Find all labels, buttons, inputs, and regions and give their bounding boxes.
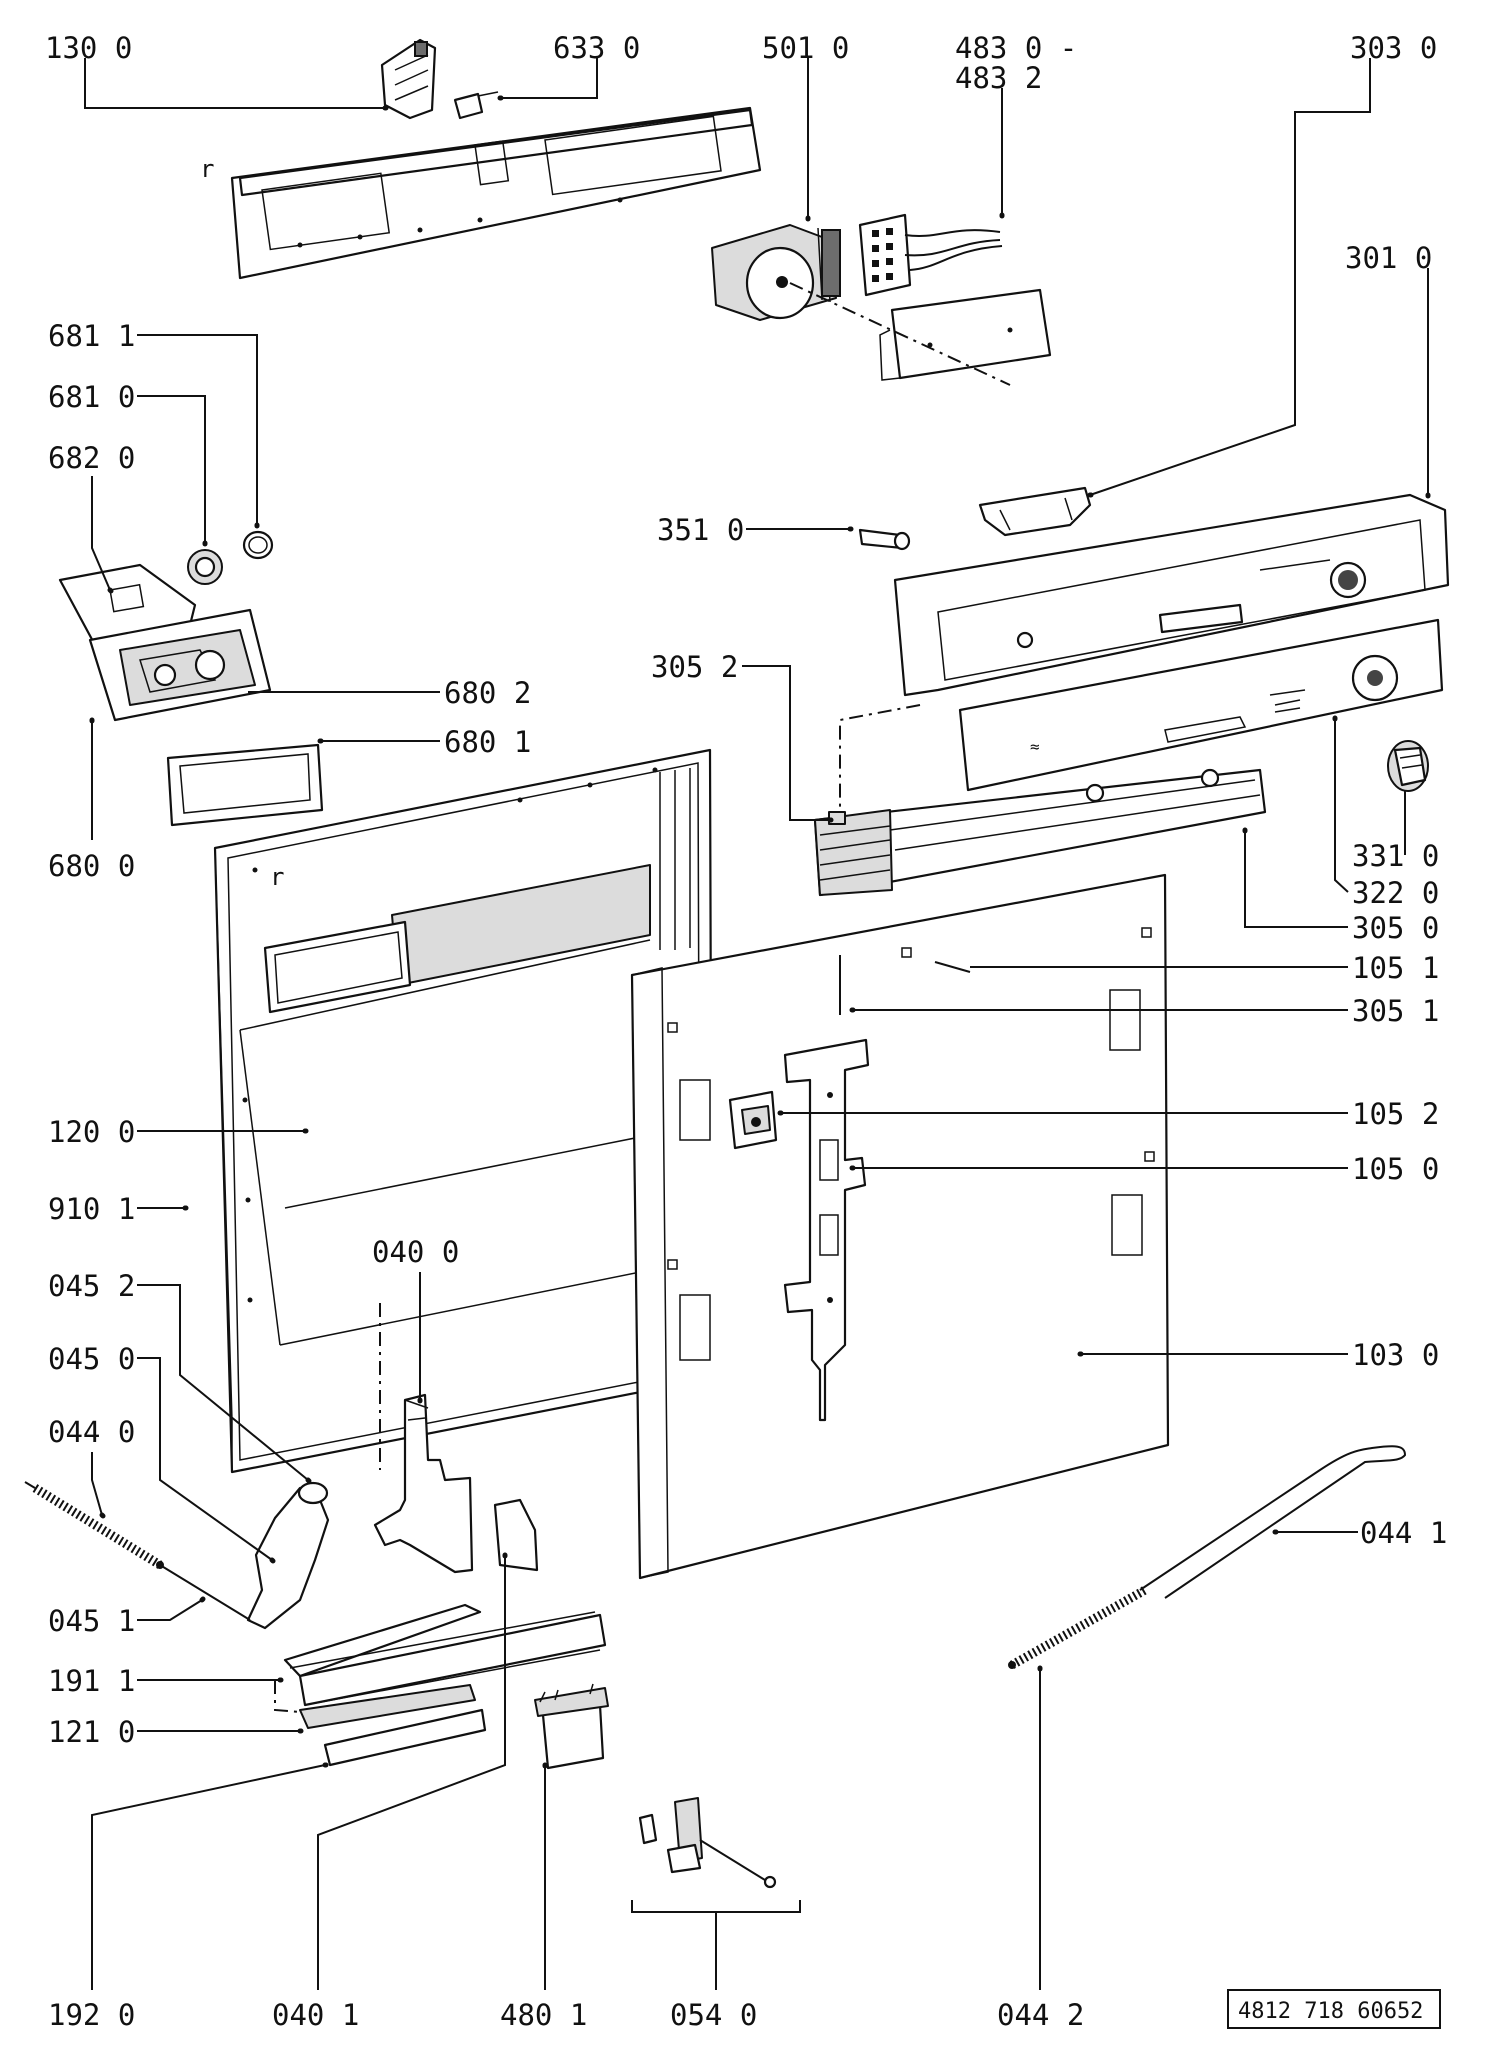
dispenser-part <box>58 563 272 722</box>
pin-351-part <box>858 528 911 551</box>
callout-680-0: 680 0 <box>48 849 135 883</box>
callout-192-0: 192 0 <box>48 1998 135 2032</box>
callout-054-0: 054 0 <box>670 1998 757 2032</box>
callout-191-1: 191 1 <box>48 1664 135 1698</box>
knob-part <box>1387 740 1429 792</box>
callout-045-0: 045 0 <box>48 1342 135 1376</box>
corner-letter-door: r <box>270 863 284 891</box>
callout-120-0: 120 0 <box>48 1115 135 1149</box>
callout-682-0: 682 0 <box>48 441 135 475</box>
callout-045-1: 045 1 <box>48 1604 135 1638</box>
callout-044-2: 044 2 <box>997 1998 1084 2032</box>
callout-303-0: 303 0 <box>1350 31 1437 65</box>
reference-code-box: 4812 718 60652 <box>1227 1989 1441 2029</box>
callout-305-0: 305 0 <box>1352 911 1439 945</box>
callout-680-1: 680 1 <box>444 725 531 759</box>
hinge-plate-part <box>783 1038 870 1422</box>
handle-part <box>978 486 1092 537</box>
callout-105-2: 105 2 <box>1352 1097 1439 1131</box>
callout-040-1: 040 1 <box>272 1998 359 2032</box>
hinge-arm-part <box>246 1481 330 1630</box>
spring-rod-right-part <box>1008 1445 1407 1669</box>
callout-040-0: 040 0 <box>372 1235 459 1269</box>
bottom-rail-part <box>274 1603 607 1767</box>
outer-door-panel-part <box>630 873 1170 1580</box>
callout-044-0: 044 0 <box>48 1415 135 1449</box>
cap-681-part <box>187 549 223 585</box>
callout-681-1: 681 1 <box>48 319 135 353</box>
inner-door-part <box>213 748 714 1474</box>
lower-panel-part: ≈ <box>958 618 1444 792</box>
microswitch-part <box>534 1683 609 1770</box>
callout-501-0: 501 0 <box>762 31 849 65</box>
side-cap-part <box>493 1498 539 1572</box>
callout-483-2: 483 2 <box>955 61 1042 95</box>
spring-left-part <box>24 1481 251 1621</box>
leader-lines <box>84 58 1431 1990</box>
callout-105-1: 105 1 <box>1352 951 1439 985</box>
callout-322-0: 322 0 <box>1352 876 1439 910</box>
svg-text:≈: ≈ <box>1030 737 1040 756</box>
bracket-clip-part <box>728 1090 778 1150</box>
ring-681-part <box>242 530 274 560</box>
top-bracket-part <box>230 106 762 280</box>
callout-331-0: 331 0 <box>1352 839 1439 873</box>
callout-103-0: 103 0 <box>1352 1338 1439 1372</box>
callout-045-2: 045 2 <box>48 1269 135 1303</box>
reference-code: 4812 718 60652 <box>1238 1999 1423 2024</box>
clip-633-part <box>453 91 499 120</box>
callout-305-1: 305 1 <box>1352 994 1439 1028</box>
switch-block-130-part <box>380 38 437 120</box>
gasket-part <box>166 743 324 827</box>
callout-480-1: 480 1 <box>500 1998 587 2032</box>
callout-130-0: 130 0 <box>45 31 132 65</box>
callout-681-0: 681 0 <box>48 380 135 414</box>
callout-633-0: 633 0 <box>553 31 640 65</box>
switch-kit-part <box>631 1797 801 1928</box>
handle-rail-part <box>813 768 1267 897</box>
callout-105-0: 105 0 <box>1352 1152 1439 1186</box>
callout-121-0: 121 0 <box>48 1715 135 1749</box>
callout-910-1: 910 1 <box>48 1192 135 1226</box>
callout-483-0: 483 0 - <box>955 31 1077 65</box>
callout-301-0: 301 0 <box>1345 241 1432 275</box>
screw-105-part <box>934 961 971 973</box>
lower-hinge-bracket-part <box>373 1303 474 1574</box>
callout-305-2: 305 2 <box>651 650 738 684</box>
timer-motor-part <box>711 224 841 321</box>
callout-labels: 130 0 633 0 501 0 483 0 - 483 2 303 0 30… <box>45 31 1447 2032</box>
connector-block-part <box>789 213 1052 386</box>
callout-680-2: 680 2 <box>444 676 531 710</box>
control-panel-part <box>893 493 1450 697</box>
corner-letter-top: r <box>200 155 214 183</box>
callout-044-1: 044 1 <box>1360 1516 1447 1550</box>
callout-351-0: 351 0 <box>657 513 744 547</box>
